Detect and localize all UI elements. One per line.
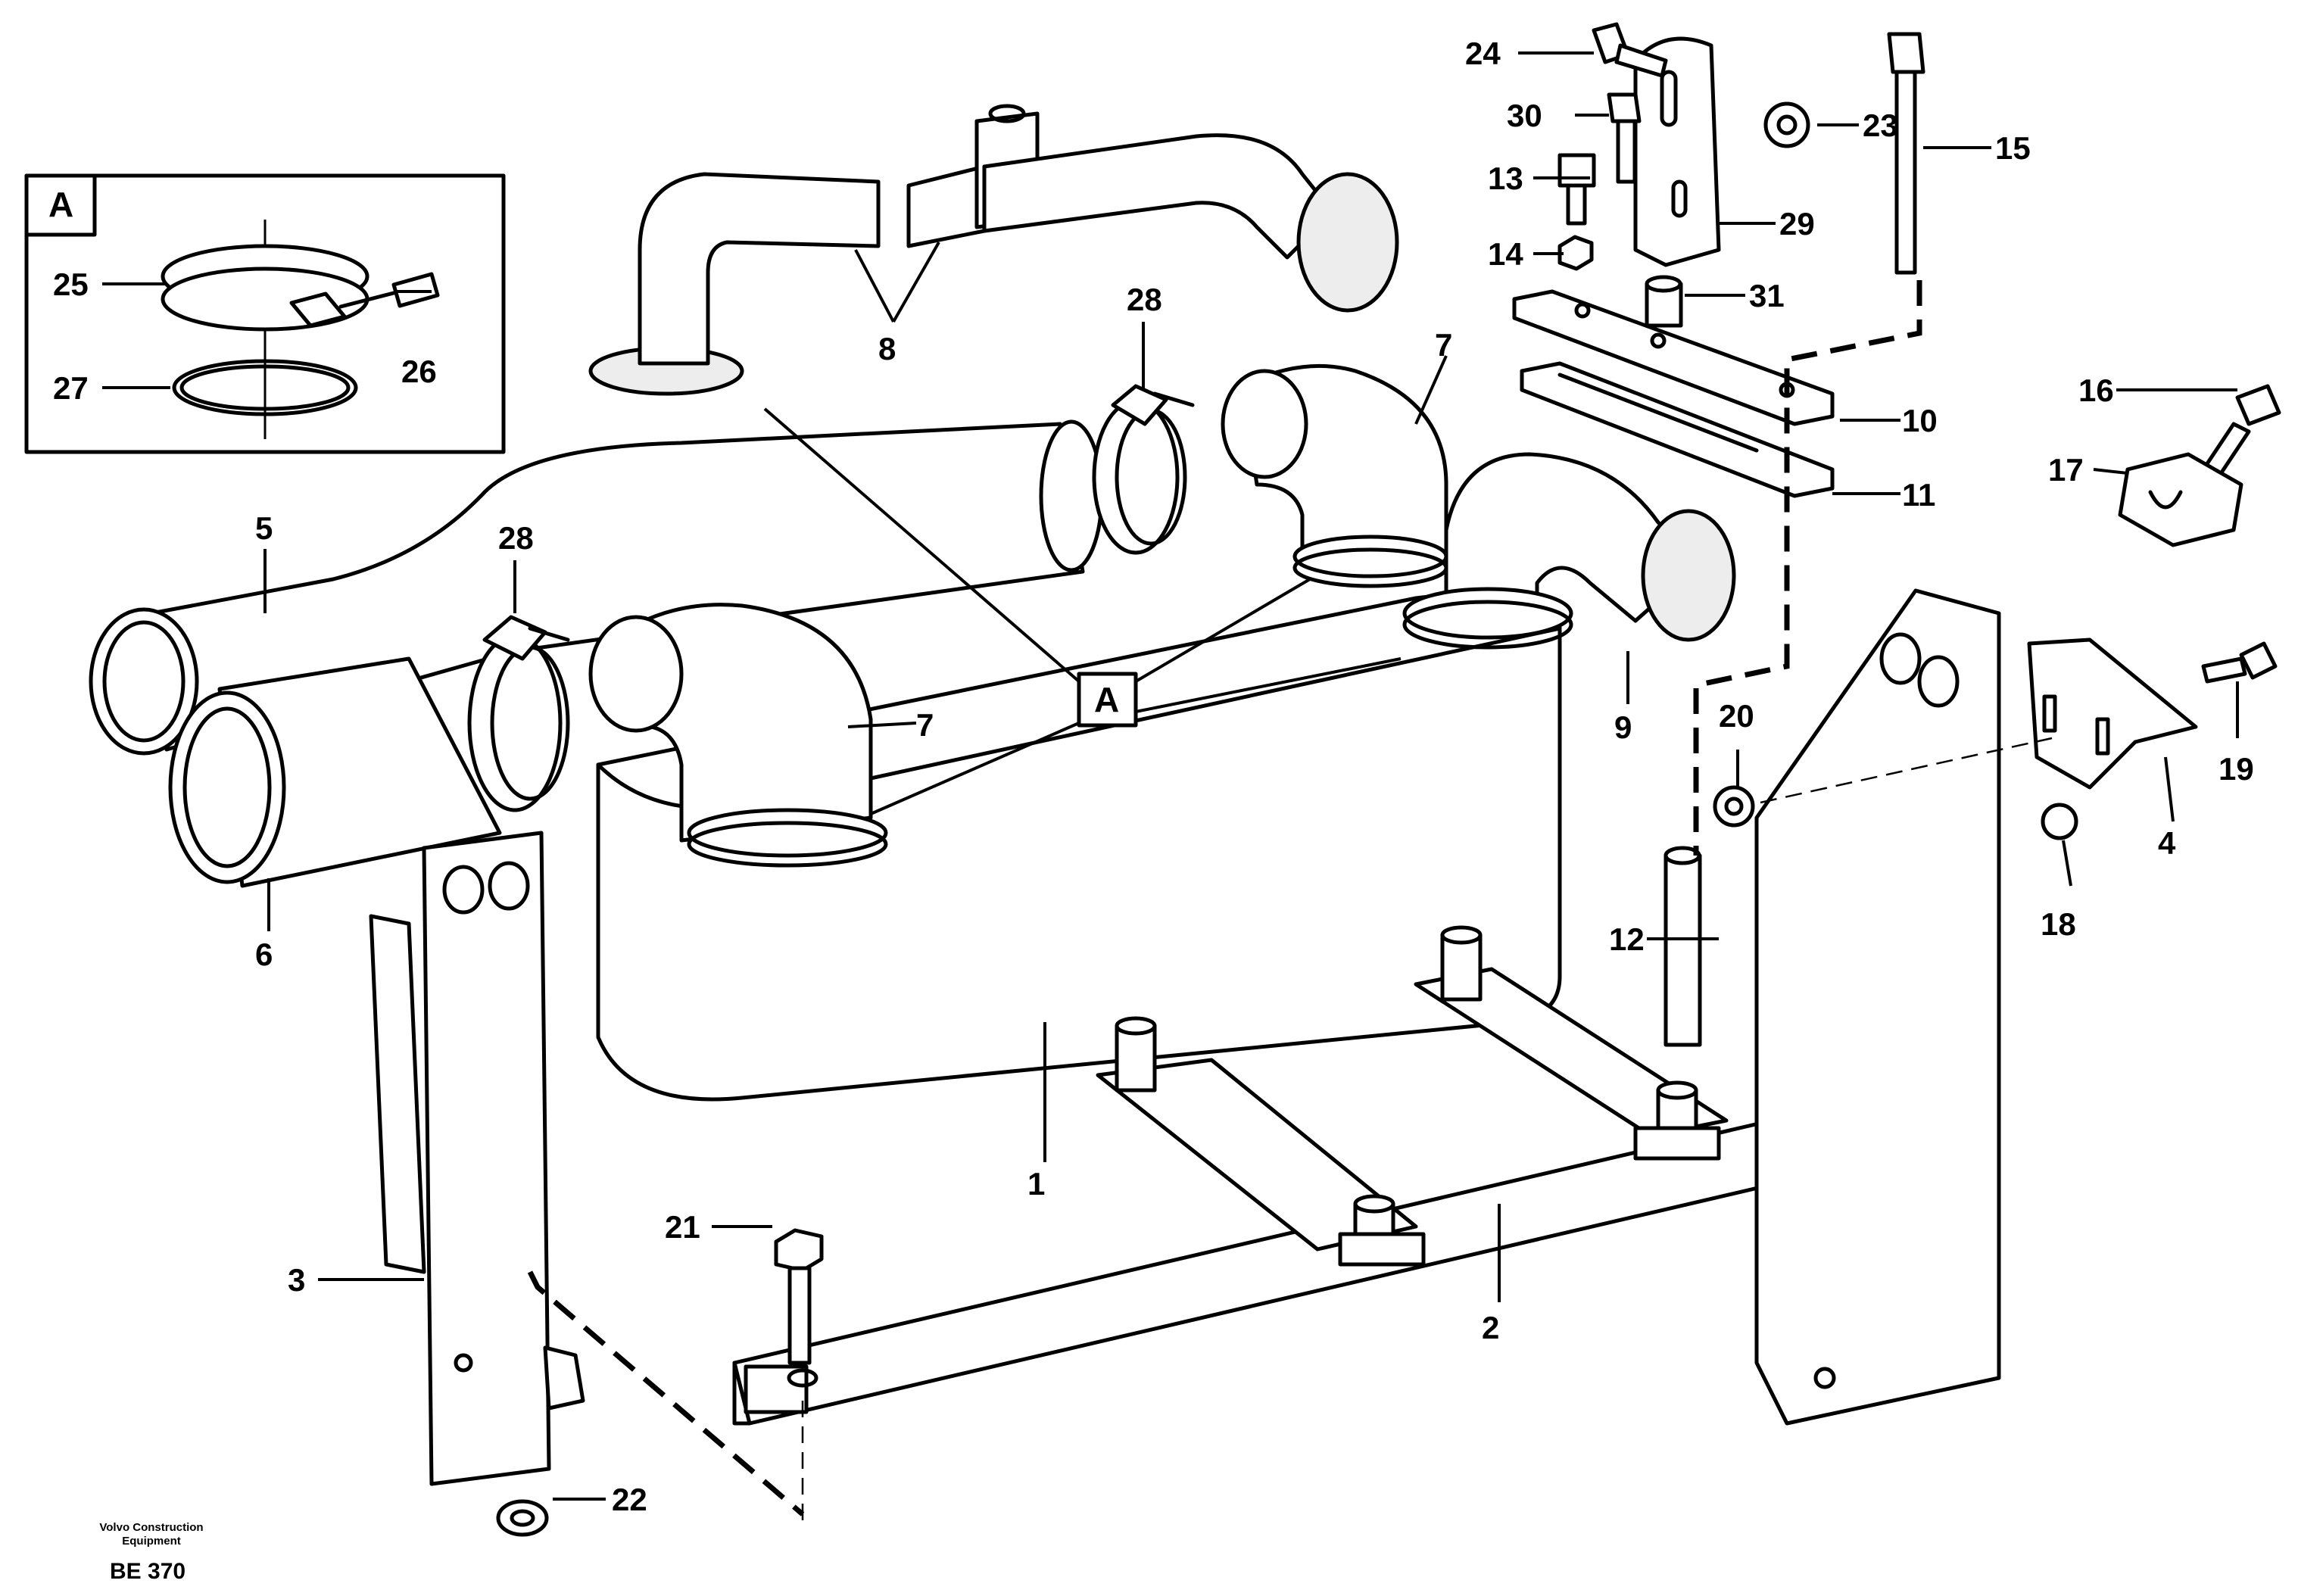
part-number-9: 9: [1614, 709, 1632, 745]
part-number-21: 21: [665, 1209, 700, 1245]
bracket-3: [369, 831, 585, 1486]
part-number-28: 28: [498, 520, 534, 556]
bolt-13: [1557, 153, 1596, 226]
detail-inset-a: A: [24, 173, 506, 454]
part-number-27: 27: [53, 370, 89, 406]
part-number-6: 6: [255, 937, 273, 972]
drawing-credit: Volvo Construction Equipment BE 370: [99, 1521, 203, 1584]
part-number-28b: 28: [1127, 282, 1162, 317]
part-number-4: 4: [2158, 825, 2176, 861]
part-number-22: 22: [612, 1482, 647, 1517]
nut-14: [1557, 235, 1594, 271]
bracket-10: [1512, 289, 1835, 426]
part-number-16: 16: [2078, 373, 2114, 408]
drawing-code: BE 370: [110, 1559, 186, 1584]
clamp-25: [161, 244, 440, 332]
part-number-7: 7: [916, 707, 934, 743]
part-number-14: 14: [1488, 236, 1523, 272]
part-number-25: 25: [53, 267, 89, 302]
part-number-20: 20: [1719, 698, 1754, 734]
bolt-24: [1592, 22, 1668, 78]
part-number-23: 23: [1863, 108, 1898, 143]
part-number-11: 11: [1902, 477, 1935, 513]
bolt-15: [1887, 32, 1925, 275]
part-number-30: 30: [1507, 98, 1542, 133]
seal-ring-27: [172, 359, 358, 416]
credit-line-1: Volvo Construction: [99, 1521, 203, 1534]
clamp-28-front: [467, 615, 570, 812]
part-number-1: 1: [1027, 1166, 1045, 1202]
frame-2: [732, 925, 1789, 1426]
bracket-right: [1754, 588, 2001, 1426]
elbow-7-rear: [1221, 363, 1448, 588]
part-number-31: 31: [1749, 278, 1785, 313]
bolt-30: [1607, 92, 1642, 184]
nut-23: [1763, 101, 1810, 148]
leader-lines: [102, 51, 2239, 1501]
part-number-2: 2: [1482, 1310, 1499, 1345]
bracket-11: [1520, 361, 1835, 498]
bolt-21: [774, 1228, 824, 1365]
part-number-18: 18: [2041, 906, 2076, 942]
part-number-29: 29: [1779, 206, 1815, 242]
bolt-16: [2201, 384, 2281, 479]
part-number-19: 19: [2218, 751, 2254, 787]
spacer-31: [1645, 275, 1683, 328]
nut-18: [2041, 803, 2078, 840]
pipe-6: [168, 656, 502, 888]
part-number-5: 5: [255, 510, 273, 546]
part-number-13: 13: [1488, 161, 1523, 196]
part-number-15: 15: [1995, 130, 2031, 166]
credit-line-2: Equipment: [122, 1535, 181, 1548]
detail-a-callout-label: A: [1094, 680, 1119, 719]
clamp-28-rear: [1092, 384, 1195, 555]
bracket-4: [2027, 637, 2198, 790]
part-number-12: 12: [1609, 921, 1645, 957]
bolt-19: [2201, 641, 2278, 684]
detail-inset-a-label: A: [48, 185, 73, 224]
bracket-29: [1633, 36, 1721, 267]
detail-a-callout: A: [763, 407, 1402, 815]
part-number-24: 24: [1465, 36, 1501, 71]
elbow-9: [1402, 452, 1736, 650]
part-number-26: 26: [401, 354, 437, 389]
part-number-10: 10: [1902, 403, 1938, 438]
clip-17: [2118, 452, 2243, 547]
part-number-labels: 1 2 3 4 5 6 7 7 8 9 10 11 12 13 14 15 16…: [53, 36, 2254, 1517]
pipe-8: [588, 104, 1399, 396]
part-number-8: 8: [878, 331, 896, 366]
nut-22: [496, 1499, 549, 1537]
part-number-17: 17: [2048, 452, 2084, 488]
part-number-3: 3: [288, 1262, 305, 1298]
spacer-12: [1663, 846, 1702, 1047]
nut-20: [1713, 785, 1755, 828]
part-number-7b: 7: [1435, 327, 1452, 363]
elbow-7-front: [588, 603, 888, 868]
